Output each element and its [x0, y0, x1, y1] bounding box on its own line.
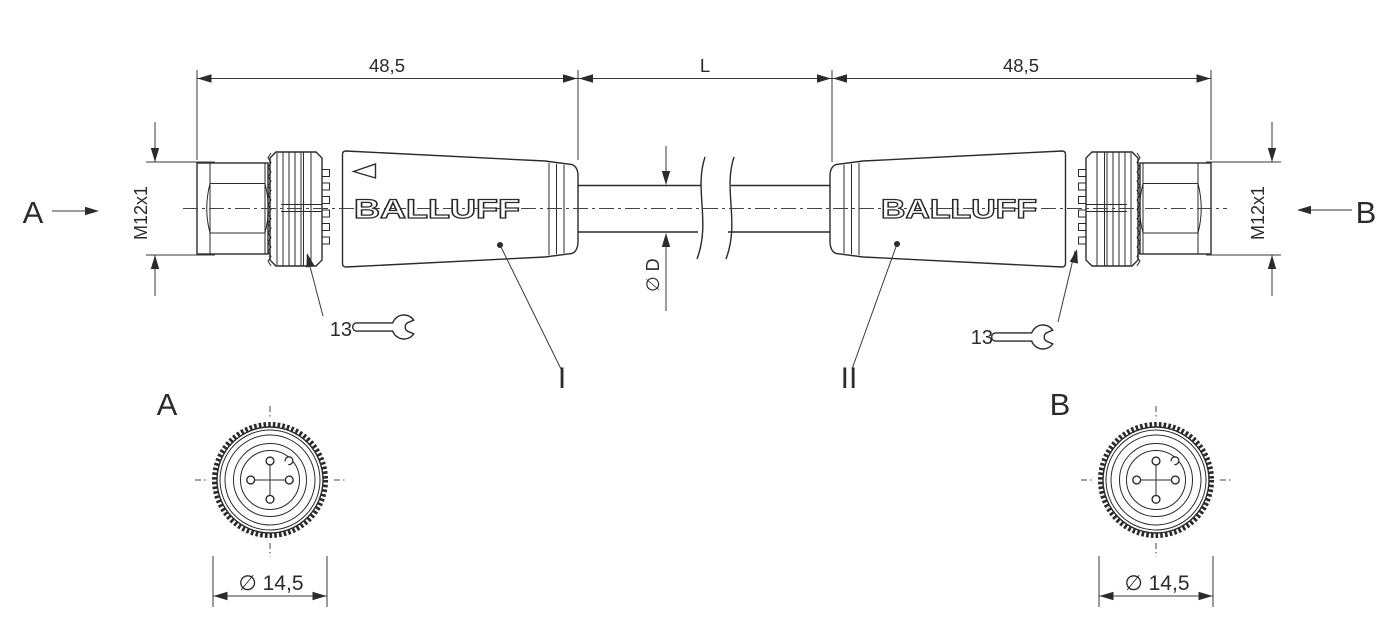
wrench-icon	[991, 324, 1054, 350]
balluff-logo-a: BALLUFF	[354, 194, 520, 224]
pin	[1151, 494, 1161, 504]
pin	[1132, 475, 1142, 485]
end-view-b-label: B	[1050, 387, 1071, 422]
orientation-triangle-icon	[351, 163, 377, 179]
top-dimension-lines	[196, 70, 1212, 162]
view-direction-a: A	[23, 195, 99, 230]
end-view-b: B ∅ 14,5	[1050, 387, 1231, 607]
balluff-logo-b: BALLUFF	[881, 194, 1037, 224]
end-view-a-diameter: ∅ 14,5	[239, 572, 304, 595]
pin	[246, 475, 256, 485]
wrench-size-b: 13	[971, 327, 993, 349]
pin	[265, 494, 275, 504]
cable-diameter-label: ∅ D	[643, 258, 663, 292]
part-ref-a: I	[558, 362, 566, 395]
break-line-left	[696, 156, 706, 260]
view-direction-b: B	[1297, 195, 1376, 230]
wrench-callout-b: 13	[971, 248, 1082, 350]
keying-notch	[1170, 456, 1180, 466]
pin	[265, 456, 275, 466]
pin	[1151, 456, 1161, 466]
pin	[284, 475, 294, 485]
end-view-b-dimension	[1098, 556, 1214, 607]
thread-dimension-a	[146, 122, 215, 296]
wrench-callout-a: 13	[302, 251, 415, 341]
wrench-icon	[352, 314, 415, 340]
dim-left-48-5: 48,5	[369, 55, 405, 76]
thread-label-a: M12x1	[131, 186, 151, 240]
part-ref-b: II	[841, 362, 858, 395]
dim-cable-length-L: L	[700, 55, 710, 76]
view-arrow-label-b: B	[1356, 195, 1377, 230]
view-arrow-label-a: A	[23, 195, 44, 230]
thread-label-b: M12x1	[1248, 186, 1268, 240]
wrench-size-a: 13	[330, 319, 352, 341]
end-view-b-diameter: ∅ 14,5	[1125, 572, 1190, 595]
break-line-right	[725, 156, 735, 260]
end-view-a-label: A	[157, 387, 178, 422]
part-ref-leader-a: I	[497, 242, 566, 395]
thread-dimension-b	[1206, 122, 1281, 296]
cable	[578, 156, 831, 260]
knurl-ring	[211, 421, 329, 539]
keying-notch	[284, 456, 294, 466]
knurl-ring	[1097, 421, 1215, 539]
pin	[1170, 475, 1180, 485]
part-ref-leader-b: II	[841, 241, 900, 395]
dim-right-48-5: 48,5	[1003, 55, 1039, 76]
end-view-a: A ∅ 14,5	[157, 387, 345, 607]
end-view-a-dimension	[212, 556, 328, 607]
cable-diameter-dimension	[661, 146, 671, 311]
connector-a-side-view	[196, 150, 579, 268]
